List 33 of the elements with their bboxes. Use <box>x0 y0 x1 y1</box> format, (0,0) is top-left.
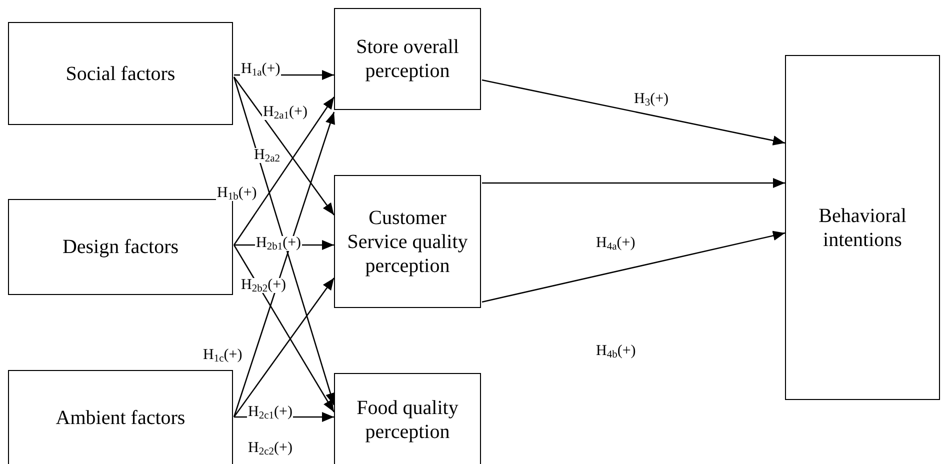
hypothesis-label: H$_{4b}$(+) <box>595 344 637 359</box>
arrow <box>233 244 335 412</box>
construct-name: Social factors <box>66 62 176 86</box>
construct-name: Food quality perception <box>356 396 460 444</box>
construct-name: Ambient factors <box>56 406 186 430</box>
construct-box <box>785 55 940 400</box>
arrow <box>482 79 786 146</box>
arrow <box>482 178 785 188</box>
hypothesis-label: H$_{4a}$(+) <box>595 236 636 251</box>
hypothesis-label: H$_{2b2}$(+) <box>240 278 288 293</box>
arrow <box>233 76 335 216</box>
arrow <box>233 96 335 246</box>
construct-name: Design factors <box>62 235 179 259</box>
construct-box <box>334 8 481 110</box>
construct-box <box>8 370 233 464</box>
construct-box <box>8 22 233 125</box>
construct-box <box>334 373 481 464</box>
construct-name: Behavioral intentions <box>818 204 908 252</box>
hypothesis-label: H$_{2a1}$(+) <box>262 105 308 120</box>
edge-label: H$_{2c1}$(+) <box>247 405 294 420</box>
construct-name: Store overall perception <box>355 35 460 83</box>
edge-label: H$_{2b1}$(+) <box>255 236 302 251</box>
hypothesis-label: H$_{2a2}$ <box>253 148 282 163</box>
construct-box <box>334 175 481 308</box>
edge-label: H$_{3}$(+) <box>633 92 670 107</box>
hypothesis-label: H$_{2c2}$(+) <box>247 441 294 456</box>
construct-box <box>8 199 233 295</box>
arrow <box>482 230 786 303</box>
hypothesis-label: H$_{1b}$(+) <box>216 186 258 201</box>
edge-label: H$_{1a}$(+) <box>240 62 282 77</box>
hypothesis-label: H$_{1c}$(+) <box>202 348 244 363</box>
arrow <box>233 278 335 418</box>
construct-name: Customer Service quality perception <box>346 206 469 278</box>
